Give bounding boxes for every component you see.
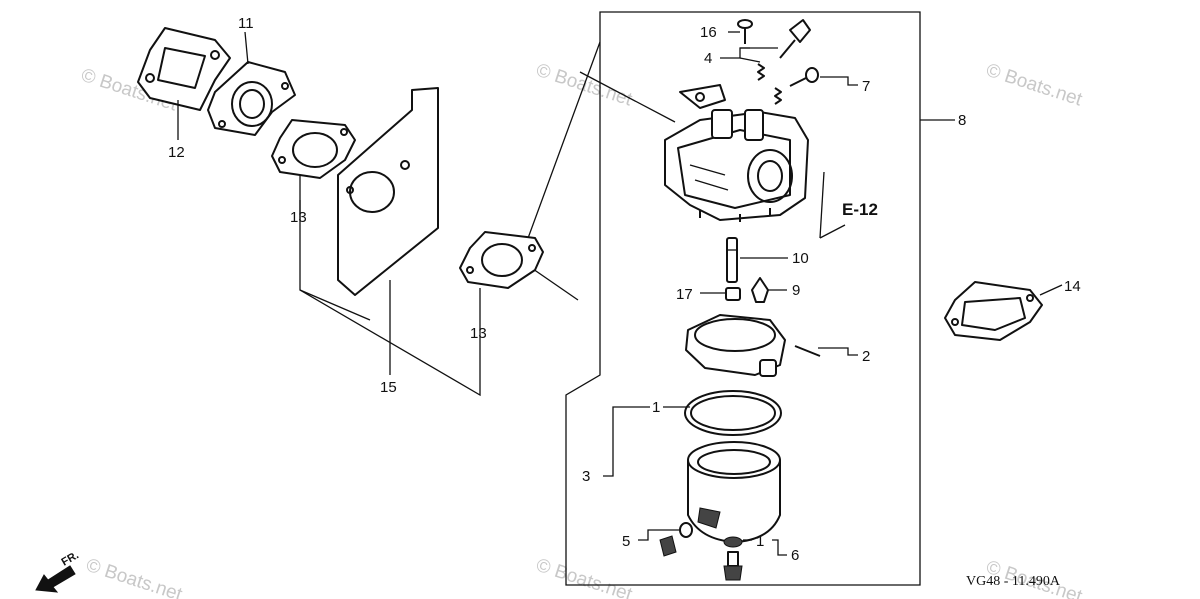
callout-2: 2 (862, 348, 870, 365)
part-9-float-valve (751, 277, 769, 303)
callout-6: 6 (791, 547, 799, 564)
callout-4: 4 (704, 50, 712, 67)
part-12-gasket (137, 27, 231, 111)
callout-labels: 11 12 13 15 13 14 8 16 4 7 10 9 17 2 1 3… (168, 15, 1081, 564)
callout-3: 3 (582, 468, 590, 485)
arrow-icon (35, 565, 76, 593)
part-17-main-jet (725, 287, 741, 301)
part-1-float-bowl-gasket (684, 390, 782, 436)
part-14-gasket (944, 281, 1043, 341)
front-direction-indicator: FR. (35, 549, 81, 593)
callout-13-upper: 13 (290, 209, 307, 226)
diagram-code: VG48 - 11.490A (966, 574, 1061, 589)
part-6-bowl-bolt (723, 536, 743, 581)
part-2-float (685, 314, 821, 377)
part-4-pilot-screw (757, 19, 811, 81)
direction-label: FR. (60, 549, 81, 568)
callout-17: 17 (676, 286, 693, 303)
callout-7: 7 (862, 78, 870, 95)
part-16-screw (737, 19, 753, 44)
part-15-plate (337, 87, 439, 296)
callout-13-lower: 13 (470, 325, 487, 342)
part-10-nozzle (726, 237, 738, 283)
part-13-gasket-lower (459, 231, 544, 289)
callout-11: 11 (238, 15, 254, 32)
callout-10: 10 (792, 250, 809, 267)
watermark: © Boats.net (83, 555, 185, 599)
callout-15: 15 (380, 379, 397, 396)
callout-12: 12 (168, 144, 185, 161)
callout-8: 8 (958, 112, 966, 129)
part-13-gasket-upper (271, 119, 356, 179)
carburetor-body (664, 84, 809, 222)
part-11-insulator (207, 61, 296, 136)
watermarks: © Boats.net © Boats.net © Boats.net © Bo… (78, 60, 1085, 599)
carburetor-group-frame (565, 11, 921, 586)
watermark: © Boats.net (533, 555, 635, 599)
callout-9: 9 (792, 282, 800, 299)
callout-14: 14 (1064, 278, 1081, 295)
callout-5: 5 (622, 533, 630, 550)
callout-16: 16 (700, 24, 717, 41)
part-5-drain-screw (659, 522, 693, 557)
reference-label: E-12 (842, 200, 878, 219)
part-7-screw (774, 67, 819, 105)
callout-1-lower: 1 (756, 533, 764, 550)
watermark: © Boats.net (983, 60, 1085, 111)
callout-leaders (177, 31, 1063, 556)
callout-1-upper: 1 (652, 399, 660, 416)
part-3-float-bowl (687, 441, 781, 543)
